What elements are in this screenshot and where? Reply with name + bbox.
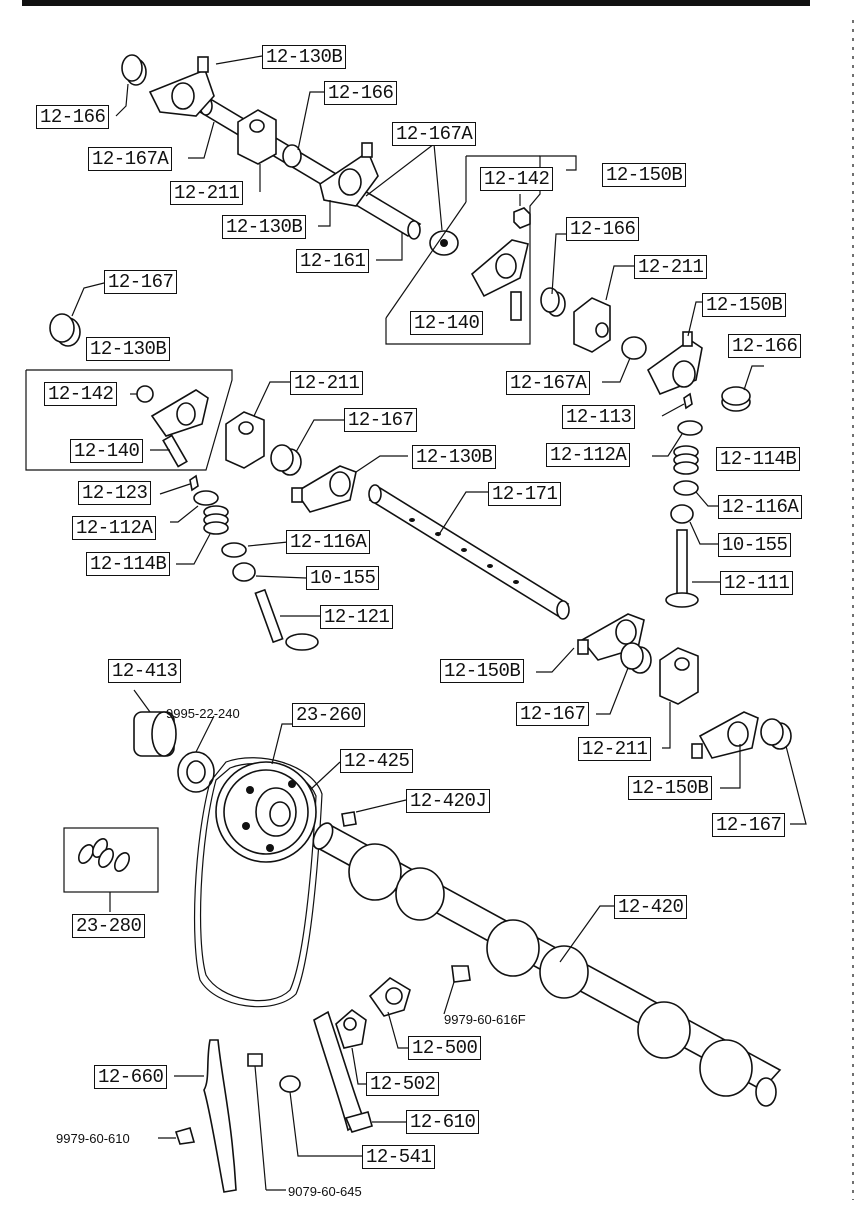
right-middle-cluster xyxy=(540,233,764,608)
label-12-114B-left: 12-114B xyxy=(86,552,171,576)
rocker-arm-inset-box xyxy=(385,155,577,345)
cam-lobe-1 xyxy=(395,867,445,921)
label-12-541: 12-541 xyxy=(362,1145,436,1169)
label-12-112A-left: 12-112A xyxy=(72,516,157,540)
camshaft-end xyxy=(755,1077,777,1107)
left-middle-cluster xyxy=(25,281,408,651)
camshaft xyxy=(312,822,782,1107)
label-12-116A-right: 12-116A xyxy=(718,495,803,519)
cam-lobe-2 xyxy=(539,945,589,999)
label-12-150B-lower-2: 12-150B xyxy=(628,776,713,800)
bolt-616F xyxy=(451,965,471,983)
label-9979-60-616F: 9979-60-616F xyxy=(444,1012,526,1027)
label-12-150B-lower-1: 12-150B xyxy=(440,659,525,683)
chain-link-inset xyxy=(63,827,159,893)
label-12-166-right: 12-166 xyxy=(728,334,802,358)
valve-spring-right xyxy=(673,445,699,475)
label-12-113: 12-113 xyxy=(562,405,636,429)
label-12-167-lower-1: 12-167 xyxy=(516,702,590,726)
lower-rocker-shaft-assembly xyxy=(368,484,807,825)
valve-head-left xyxy=(285,633,319,651)
valve-key-left xyxy=(189,474,199,492)
label-12-130B-mid-top: 12-130B xyxy=(222,215,307,239)
upper-bracket xyxy=(237,109,277,165)
label-12-167A-top-left: 12-167A xyxy=(88,147,173,171)
lower-small-parts xyxy=(158,965,471,1193)
camshaft-key xyxy=(341,811,357,827)
label-12-130B-top: 12-130B xyxy=(262,45,347,69)
label-12-167A-top: 12-167A xyxy=(392,122,477,146)
valve-seal-left xyxy=(232,562,256,582)
top-border-rule xyxy=(22,0,810,6)
label-12-211-right-top: 12-211 xyxy=(634,255,708,279)
label-12-161: 12-161 xyxy=(296,249,370,273)
label-12-500: 12-500 xyxy=(408,1036,482,1060)
label-12-610: 12-610 xyxy=(406,1110,480,1134)
label-12-142-left: 12-142 xyxy=(44,382,118,406)
label-9979-60-610: 9979-60-610 xyxy=(56,1131,130,1146)
label-12-130B-mid: 12-130B xyxy=(412,445,497,469)
label-12-211-lower: 12-211 xyxy=(578,737,652,761)
label-12-420J: 12-420J xyxy=(406,789,491,813)
valve-seal-right xyxy=(670,504,694,524)
label-12-167-mid: 12-167 xyxy=(344,408,418,432)
label-12-413: 12-413 xyxy=(108,659,182,683)
dowel-pin xyxy=(279,1075,301,1093)
label-12-150B-inset: 12-150B xyxy=(602,163,687,187)
label-12-502: 12-502 xyxy=(366,1072,440,1096)
label-10-155-left: 10-155 xyxy=(306,566,380,590)
label-12-167-lower-2: 12-167 xyxy=(712,813,786,837)
label-12-142-inset: 12-142 xyxy=(480,167,554,191)
label-9995-22-240: 9995-22-240 xyxy=(166,706,240,721)
spring-seat-upper-right xyxy=(677,420,703,436)
label-12-166-top: 12-166 xyxy=(324,81,398,105)
label-12-211-mid: 12-211 xyxy=(290,371,364,395)
bolt-610 xyxy=(174,1127,196,1145)
bolt-645 xyxy=(247,1053,263,1067)
label-12-660: 12-660 xyxy=(94,1065,168,1089)
right-bracket xyxy=(573,297,611,353)
label-12-130B-left-box: 12-130B xyxy=(86,337,171,361)
label-12-171: 12-171 xyxy=(488,482,562,506)
timing-drive xyxy=(63,689,407,1008)
label-12-166-top-left: 12-166 xyxy=(36,105,110,129)
label-12-420: 12-420 xyxy=(614,895,688,919)
label-12-123: 12-123 xyxy=(78,481,152,505)
valve-key-right xyxy=(683,392,693,410)
upper-rocker-shaft-assembly xyxy=(115,54,459,261)
lower-bracket xyxy=(659,647,699,705)
spring-seat-lower-left xyxy=(221,542,247,558)
cam-lobe-3 xyxy=(699,1039,753,1097)
label-23-260: 23-260 xyxy=(292,703,366,727)
label-12-167A-right: 12-167A xyxy=(506,371,591,395)
label-12-114B-right: 12-114B xyxy=(716,447,801,471)
label-23-280: 23-280 xyxy=(72,914,146,938)
label-12-140-left: 12-140 xyxy=(70,439,144,463)
label-12-112A-right: 12-112A xyxy=(546,443,631,467)
cam-journal-2 xyxy=(486,919,540,977)
label-12-140-inset: 12-140 xyxy=(410,311,484,335)
label-12-150B-right: 12-150B xyxy=(702,293,787,317)
chain-link-parts xyxy=(77,838,131,872)
label-12-111: 12-111 xyxy=(720,571,794,595)
label-12-425: 12-425 xyxy=(340,749,414,773)
chain-tensioner-strip xyxy=(203,1039,237,1193)
label-12-121: 12-121 xyxy=(320,605,394,629)
label-12-116A-left: 12-116A xyxy=(286,530,371,554)
left-bracket xyxy=(225,411,265,469)
spring-seat-lower-right xyxy=(673,480,699,496)
spring-seat-upper-left xyxy=(193,490,219,506)
label-12-166-right-top: 12-166 xyxy=(566,217,640,241)
cam-journal-3 xyxy=(637,1001,691,1059)
lower-rocker-shaft xyxy=(368,486,570,618)
label-10-155-right: 10-155 xyxy=(718,533,792,557)
label-12-211-top: 12-211 xyxy=(170,181,244,205)
label-9079-60-645: 9079-60-645 xyxy=(288,1184,362,1199)
label-12-167-left: 12-167 xyxy=(104,270,178,294)
valve-head-right xyxy=(665,592,699,608)
cam-journal-1 xyxy=(348,843,402,901)
valve-spring-left xyxy=(203,505,229,535)
